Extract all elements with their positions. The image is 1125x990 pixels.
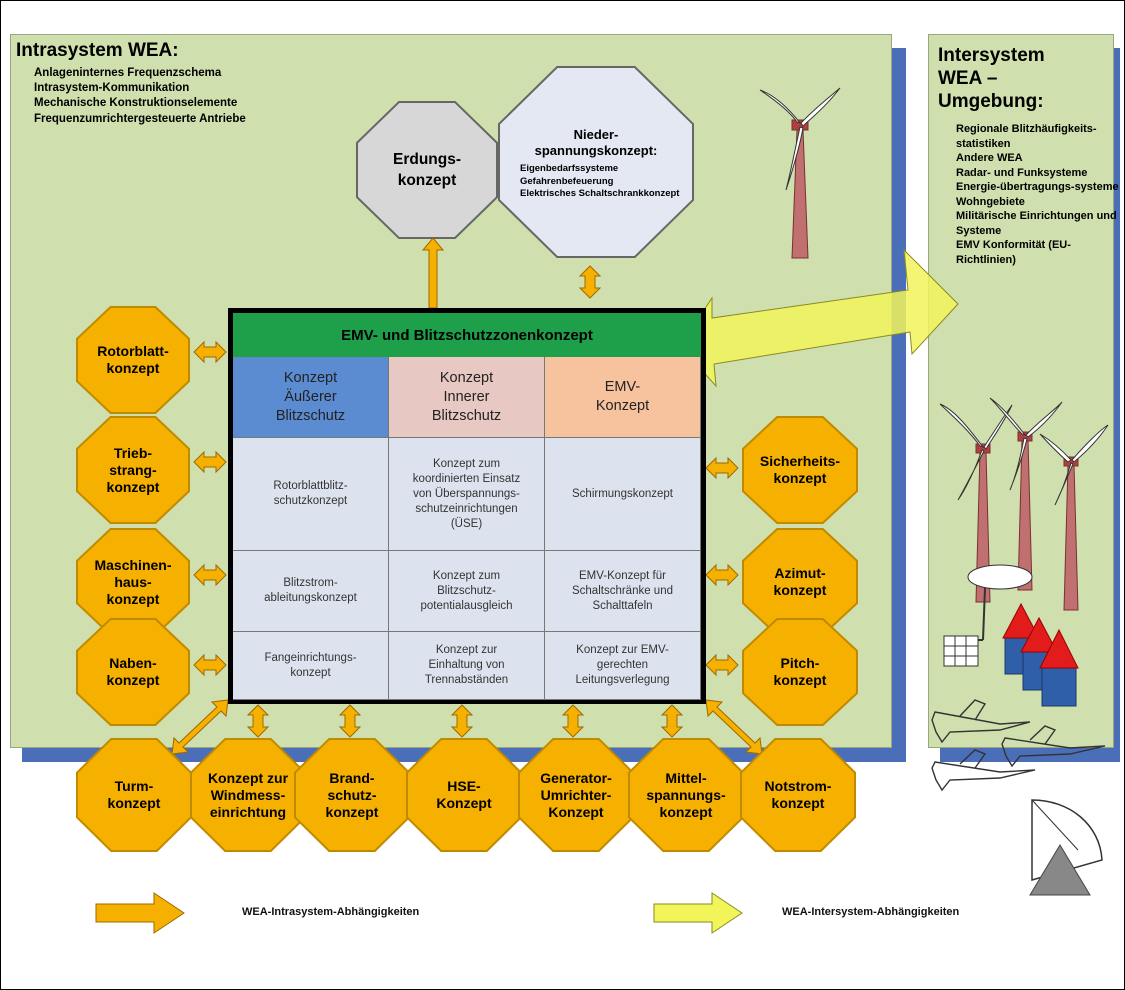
military-aircraft-icon (931, 699, 1106, 792)
intersystem-title-line: Umgebung: (938, 91, 1044, 112)
left-concept-node: Trieb- strang- konzept (78, 418, 188, 522)
intrasystem-bullet: Frequenzumrichtergesteuerte Antriebe (34, 112, 246, 125)
windmess-arrow (247, 704, 269, 738)
legend-intra-arrow (95, 892, 185, 934)
matrix-cell: Fangeinrichtungs- konzept (233, 632, 389, 700)
niederspannungskonzept-node: Nieder- spannungskonzept: Eigenbedarfssy… (500, 68, 692, 256)
bottom-concept-node: Notstrom- konzept (742, 740, 854, 850)
left-concept-node: Rotorblatt- konzept (78, 308, 188, 412)
niederspannung-item: Gefahrenbefeuerung (520, 175, 614, 187)
intrasystem-title: Intrasystem WEA: (16, 40, 179, 61)
sicherheit-arrow (705, 457, 739, 479)
wind-turbines-icon (939, 397, 1109, 611)
radar-dish-icon (1029, 799, 1103, 896)
intersystem-arrow (679, 248, 959, 388)
radio-tower-icon (967, 564, 1033, 641)
matrix-cell: Konzept zur Einhaltung von Trennabstände… (389, 632, 545, 700)
bottom-concept-node: HSE- Konzept (408, 740, 520, 850)
bottom-concept-node: Mittel- spannungs- konzept (630, 740, 742, 850)
matrix-header: EMV- und Blitzschutzzonenkonzept (233, 313, 701, 359)
intersystem-title-line: Intersystem (938, 45, 1045, 66)
maschinenhaus-arrow (193, 564, 227, 586)
brandschutz-arrow (339, 704, 361, 738)
right-concept-node: Azimut- konzept (744, 530, 856, 634)
solar-grid-icon (943, 635, 979, 667)
mittelspannung-arrow (661, 704, 683, 738)
houses-icon (1002, 602, 1079, 707)
erdungskonzept-node: Erdungs- konzept (358, 103, 496, 237)
bottom-concept-node: Generator- Umrichter- Konzept (520, 740, 632, 850)
right-concept-node: Pitch- konzept (744, 620, 856, 724)
hse-arrow (451, 704, 473, 738)
intrasystem-bullet: Intrasystem-Kommunikation (34, 82, 190, 95)
matrix-cell: Rotorblattblitz- schutzkonzept (233, 438, 389, 551)
azimut-arrow (705, 564, 739, 586)
matrix-cell: Schirmungskonzept (545, 438, 701, 551)
matrix-cell: Konzept zum Blitzschutz- potentialausgle… (389, 551, 545, 632)
right-concept-node: Sicherheits- konzept (744, 418, 856, 522)
intrasystem-bullet: Anlageninternes Frequenzschema (34, 67, 222, 79)
naben-arrow (193, 654, 227, 676)
intrasystem-bullet: Mechanische Konstruktionselemente (34, 97, 238, 110)
intersystem-bullet: Energie-übertragungs-systeme (956, 181, 1119, 193)
intersystem-bullet: Regionale Blitzhäufigkeits-statistiken (956, 123, 1097, 150)
bottom-concept-node: Brand- schutz- konzept (296, 740, 408, 850)
matrix-column-header: EMV- Konzept (545, 357, 701, 438)
erdung-arrow (421, 237, 445, 309)
generator-arrow (562, 704, 584, 738)
niederspannung-item: Elektrisches Schaltschrankkonzept (520, 188, 680, 200)
triebstrang-arrow (193, 451, 227, 473)
niederspannung-item: Eigenbedarfssysteme (520, 163, 619, 175)
matrix-column-header: Konzept Innerer Blitzschutz (389, 357, 545, 438)
matrix-cell: Blitzstrom- ableitungskonzept (233, 551, 389, 632)
wind-turbine-icon (759, 87, 841, 259)
matrix-cell: EMV-Konzept für Schaltschränke und Schal… (545, 551, 701, 632)
legend-inter-label: WEA-Intersystem-Abhängigkeiten (782, 906, 960, 918)
legend-intra-label: WEA-Intrasystem-Abhängigkeiten (242, 906, 420, 918)
intersystem-bullet: Andere WEA (956, 152, 1023, 164)
intersystem-bullet: Radar- und Funksysteme (956, 166, 1088, 179)
matrix-cell: Konzept zum koordinierten Einsatz von Üb… (389, 438, 545, 551)
intersystem-bullet: Militärische Einrichtungen und Systeme (956, 210, 1117, 237)
intersystem-bullet: EMV Konformität (EU-Richtlinien) (956, 239, 1071, 266)
niederspannungskonzept-title: Nieder- spannungskonzept: (534, 127, 658, 159)
bottom-concept-node: Konzept zur Windmess- einrichtung (192, 740, 304, 850)
matrix-cell: Konzept zur EMV- gerechten Leitungsverle… (545, 632, 701, 700)
left-concept-node: Maschinen- haus- konzept (78, 530, 188, 634)
niederspannung-arrow (579, 265, 601, 299)
intersystem-title-line: WEA – (938, 68, 998, 89)
left-concept-node: Naben- konzept (78, 620, 188, 724)
bottom-concept-node: Turm- konzept (78, 740, 190, 850)
legend-inter-arrow (653, 892, 743, 934)
pitch-arrow (705, 654, 739, 676)
rotorblatt-arrow (193, 341, 227, 363)
matrix-column-header: Konzept Äußerer Blitzschutz (233, 357, 389, 438)
intersystem-bullet: Wohngebiete (956, 195, 1025, 208)
emv-matrix: EMV- und Blitzschutzzonenkonzept Konzept… (228, 308, 706, 704)
